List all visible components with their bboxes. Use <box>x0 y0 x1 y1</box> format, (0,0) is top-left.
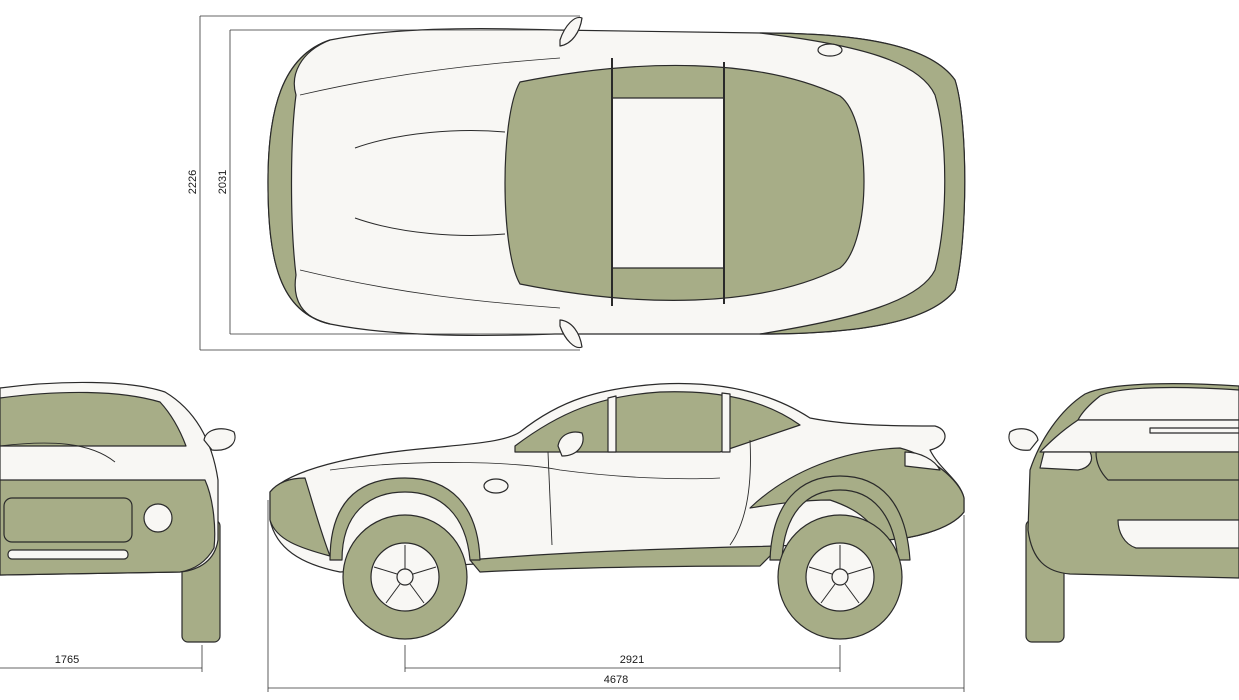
side-view-door-line <box>729 439 751 546</box>
side-view-rear-spokes <box>808 545 872 604</box>
rear-view-rear-glass <box>1077 386 1239 421</box>
top-view-body-line <box>299 57 561 96</box>
rear-view-license-recess <box>1095 451 1239 481</box>
width-dimensions <box>199 15 580 351</box>
side-view-character-line <box>329 462 721 480</box>
top-view-hood-crease <box>354 217 506 236</box>
dimension-wheelbase: 2921 <box>620 654 644 666</box>
rear-view <box>1008 383 1239 643</box>
track-dimension <box>0 645 203 672</box>
top-view-roof-panel <box>611 97 725 269</box>
side-view-rear-arch <box>769 475 911 561</box>
top-view-fuel-cap <box>817 43 843 57</box>
side-view-front-fascia <box>269 477 331 557</box>
dimension-track-width: 1765 <box>55 654 79 666</box>
rear-view-spoiler <box>1149 427 1239 434</box>
top-view-hood-crease <box>354 130 506 149</box>
top-view-front-bumper <box>267 39 331 325</box>
dimension-overall-length: 4678 <box>604 674 628 686</box>
front-view-fog-lamp <box>143 503 173 533</box>
side-view-pillar <box>607 395 617 453</box>
front-view-grille <box>3 497 133 543</box>
length-dimensions <box>267 500 965 692</box>
side-view-tail-lamp <box>904 451 941 471</box>
side-view-mirror <box>557 431 584 457</box>
top-view-rear-bumper <box>759 32 966 335</box>
side-view <box>269 382 965 640</box>
side-view-door-line <box>547 451 553 546</box>
side-view-front-arch <box>329 477 481 561</box>
rear-view-tail-lamp <box>1039 451 1093 471</box>
side-view-side-vent <box>483 478 509 494</box>
front-view-windshield <box>0 391 187 447</box>
side-view-rear-hub <box>831 568 849 586</box>
top-view <box>267 16 966 349</box>
side-view-pillar <box>721 392 731 453</box>
side-view-front-spokes <box>373 545 437 604</box>
rear-view-diffuser <box>1117 519 1239 549</box>
front-view-mirror <box>203 428 236 451</box>
side-view-rear-panel <box>749 447 965 541</box>
top-view-mirror-left <box>559 16 583 47</box>
dimension-overall-width: 2031 <box>217 170 229 194</box>
front-view-hood-line <box>0 442 116 463</box>
rear-view-mirror <box>1008 428 1039 451</box>
side-view-front-hub <box>396 568 414 586</box>
front-view-lower-slot <box>7 549 129 560</box>
dimension-overall-width-with-mirrors: 2226 <box>187 170 199 194</box>
top-view-mirror-right <box>559 319 583 349</box>
front-view <box>0 381 236 643</box>
top-view-body-line <box>299 269 561 309</box>
